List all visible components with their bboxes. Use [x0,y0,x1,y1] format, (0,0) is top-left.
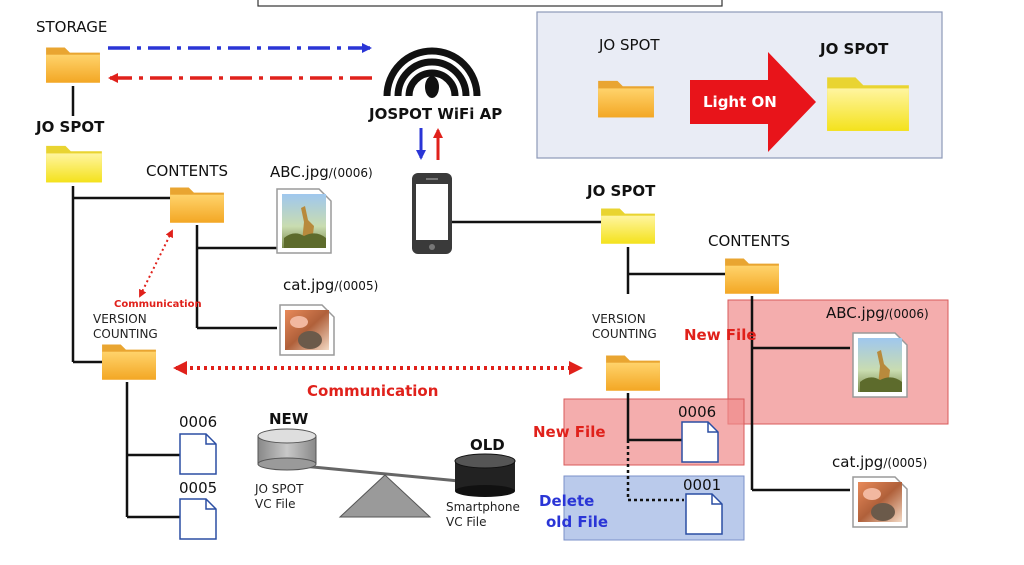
vc-right-folder-icon [606,355,660,391]
jo-spot-left-label: JO SPOT [35,118,105,136]
delete-label-1: Delete [539,492,594,510]
vc-right-label-2: COUNTING [592,327,657,341]
local-communication-arrow [139,229,173,298]
file-abc-right-image [852,332,908,398]
jo-spot-right-folder-icon [601,208,655,244]
legend-jo-spot-after: JO SPOT [819,40,889,58]
file-abc-left-name: ABC.jpg/(0006) [270,163,373,181]
vc-left-folder-icon [102,344,156,380]
doc-0005-left-icon [179,498,217,540]
file-abc-left-image [276,188,332,254]
vc-right-label-1: VERSION [592,312,646,326]
storage-label: STORAGE [36,18,107,36]
top-frame-edge [257,0,723,7]
delete-label-2: old File [546,513,608,531]
contents-left-folder-icon [170,187,224,223]
new-label: NEW [269,410,309,428]
left-tree-lines [71,86,277,519]
doc-0006-left-label: 0006 [179,413,217,431]
wifi-ap-icon [383,47,481,98]
smartphone-icon [412,173,452,254]
legend-folder-off-icon [598,80,654,118]
legend-light-on: Light ON [703,93,777,111]
jo-spot-left-folder-icon [46,145,102,183]
contents-left-label: CONTENTS [146,162,228,180]
file-cat-left-name: cat.jpg/(0005) [283,276,378,294]
smartphone-vc-label-2: VC File [446,515,486,529]
jo-spot-right-label: JO SPOT [586,182,656,200]
legend-panel: JO SPOT Light ON JO SPOT [536,11,943,159]
vc-left-label-2: COUNTING [93,327,158,341]
storage-folder-icon [46,47,100,83]
file-cat-right-image [852,476,908,528]
doc-0005-left-label: 0005 [179,479,217,497]
doc-0001-right-label: 0001 [683,476,721,494]
jo-spot-vc-label-2: VC File [255,497,295,511]
seesaw-scale [291,463,481,518]
doc-0006-right-icon [681,421,719,463]
new-file-contents-label: New File [684,326,757,344]
contents-right-label: CONTENTS [708,232,790,250]
file-cat-left-image [279,304,335,356]
doc-0006-left-icon [179,433,217,475]
new-file-highlight-contents [727,299,949,425]
legend-arrow-icon [690,52,816,152]
file-cat-right-name: cat.jpg/(0005) [832,453,927,471]
smartphone-vc-label-1: Smartphone [446,500,520,514]
contents-right-folder-icon [725,258,779,294]
new-file-vc-label: New File [533,423,606,441]
legend-folder-on-icon [827,77,909,131]
jo-spot-vc-label-1: JO SPOT [254,482,304,496]
new-vc-drum-icon [257,428,317,471]
old-label: OLD [470,436,505,454]
file-abc-right-name: ABC.jpg/(0006) [826,304,929,322]
communication-label: Communication [307,382,438,400]
doc-0006-right-label: 0006 [678,403,716,421]
old-vc-drum-icon [454,453,516,497]
doc-0001-right-icon [685,493,723,535]
ap-label: JOSPOT WiFi AP [368,105,502,123]
vc-left-label-1: VERSION [93,312,147,326]
legend-jo-spot-before: JO SPOT [598,36,660,54]
right-tree-lines [452,220,850,502]
communication-small-label: Communication [114,299,202,310]
